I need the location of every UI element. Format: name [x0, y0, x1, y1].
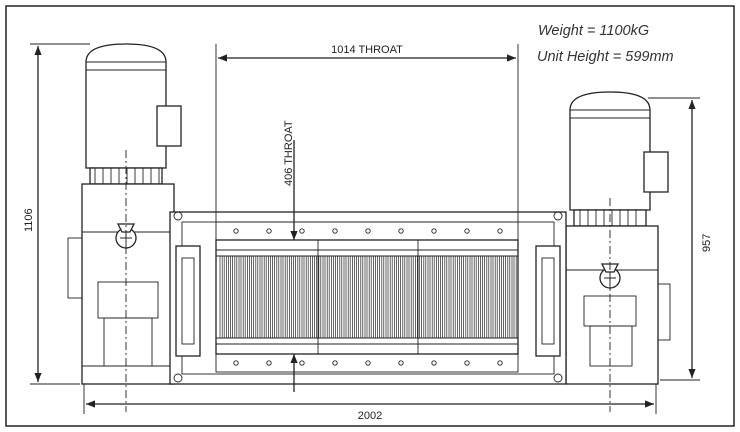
bolt-hole: [299, 228, 305, 234]
right-motor-unit: [565, 91, 671, 385]
bolt-hole: [398, 228, 404, 234]
bolt-hole: [464, 360, 470, 366]
bolt-hole: [332, 228, 338, 234]
right-height-dimension: 957: [648, 97, 713, 381]
overall-length-dimension: 2002: [83, 384, 657, 422]
left-height-label: 1106: [23, 208, 35, 232]
right-height-label: 957: [701, 234, 713, 252]
bolt-hole: [233, 228, 239, 234]
throat-width-dimension: 1014 THROAT: [215, 44, 519, 222]
weight-note: Weight = 1100kG: [538, 23, 649, 39]
drawing-border: [5, 5, 735, 427]
bolt-hole: [332, 360, 338, 366]
bolt-hole: [299, 360, 305, 366]
left-height-dimension: 1106: [23, 43, 90, 385]
bolt-holes: [233, 228, 503, 366]
cutting-chamber: [169, 211, 567, 385]
bolt-hole: [431, 360, 437, 366]
throat-depth-dimension: 406 THROAT: [283, 120, 298, 392]
bolt-hole: [398, 360, 404, 366]
bolt-hole: [497, 360, 503, 366]
bolt-hole: [365, 228, 371, 234]
throat-depth-label: 406 THROAT: [283, 120, 295, 186]
cutter-teeth: [216, 249, 518, 345]
bolt-hole: [464, 228, 470, 234]
bolt-hole: [233, 360, 239, 366]
bolt-hole: [365, 360, 371, 366]
bolt-hole: [266, 228, 272, 234]
bolt-hole: [431, 228, 437, 234]
left-motor-unit: [67, 43, 182, 385]
throat-width-label: 1014 THROAT: [331, 44, 403, 56]
unit-height-note: Unit Height = 599mm: [537, 49, 674, 65]
overall-length-label: 2002: [358, 410, 382, 422]
bolt-hole: [497, 228, 503, 234]
bolt-hole: [266, 360, 272, 366]
